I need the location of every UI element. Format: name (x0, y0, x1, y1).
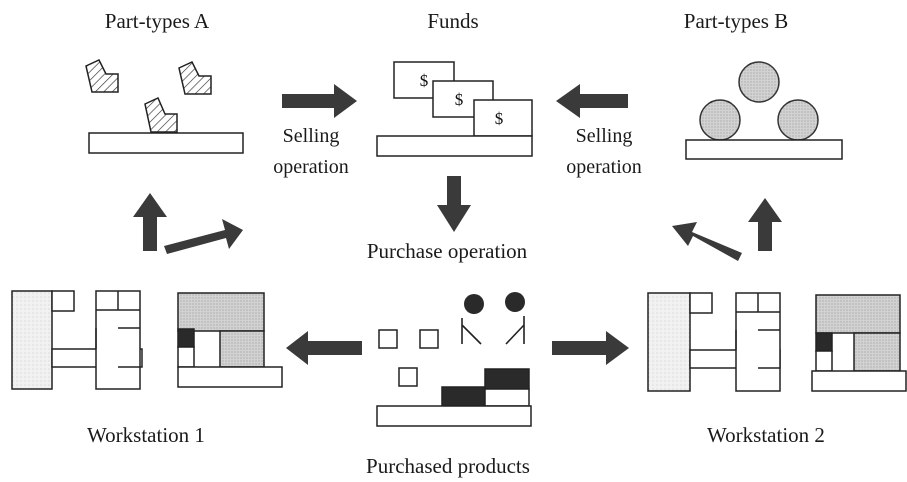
workstation-2-label: Workstation 2 (707, 423, 825, 447)
machine-block (815, 294, 901, 334)
machine-base (177, 366, 283, 388)
arrows (133, 84, 782, 365)
shelf-platform (376, 405, 532, 427)
workstation-2-group (647, 292, 907, 392)
machine-block (689, 292, 713, 314)
machine-block-dark (177, 328, 195, 348)
dollar-sign: $ (420, 71, 429, 90)
l-part-shape (178, 61, 212, 95)
machine-base (811, 370, 907, 392)
dark-block (441, 386, 486, 407)
machine-block (647, 292, 691, 392)
machine-block-dark (815, 332, 833, 352)
machine-block (853, 332, 901, 372)
part-types-b-group (685, 61, 843, 160)
arrow-right-icon (282, 84, 357, 118)
light-block (484, 388, 530, 407)
workstation-1-group (11, 290, 283, 390)
workstation-1-label: Workstation 1 (87, 423, 205, 447)
funds-label: Funds (427, 9, 478, 33)
round-part-shape (777, 99, 819, 141)
arrow-right-icon (552, 331, 629, 365)
selling-left-label-line1: Selling (283, 125, 340, 147)
small-part (378, 329, 398, 349)
selling-right-label-line1: Selling (576, 125, 633, 147)
small-part (398, 367, 418, 387)
selling-right-label-line2: operation (566, 156, 642, 178)
shelf-platform (88, 132, 244, 154)
part-types-a-group (85, 59, 244, 154)
purchase-operation-label: Purchase operation (367, 239, 528, 263)
tool-shape (461, 318, 482, 345)
round-part-shape (738, 61, 780, 103)
small-part (419, 329, 439, 349)
dark-block (484, 368, 530, 390)
machine-block (219, 330, 265, 368)
banknote (393, 61, 455, 99)
dollar-sign: $ (455, 90, 464, 109)
arrow-down-icon (437, 176, 471, 232)
round-part-dark (464, 294, 484, 314)
dollar-sign: $ (495, 109, 504, 128)
arrow-left-icon (556, 84, 628, 118)
l-part-shape (85, 59, 119, 93)
shelf-platform (685, 139, 843, 160)
shelf-platform (376, 135, 533, 157)
part-types-a-label: Part-types A (105, 9, 210, 33)
machine-block (815, 350, 833, 372)
machine-block (51, 290, 75, 312)
arrow-diagonal-icon (672, 222, 742, 261)
tool-shape (505, 316, 525, 345)
machine-block (177, 292, 265, 332)
purchased-products-label: Purchased products (366, 454, 530, 478)
l-part-shape (144, 96, 178, 133)
purchased-products-group (376, 292, 532, 427)
arrow-diagonal-icon (164, 219, 243, 254)
arrow-up-icon (748, 198, 782, 251)
machine-block (177, 346, 195, 368)
round-part-shape (699, 99, 741, 141)
arrow-up-icon (133, 193, 167, 251)
part-types-b-label: Part-types B (684, 9, 788, 33)
selling-left-label-line2: operation (273, 156, 349, 178)
round-part-dark (505, 292, 525, 312)
arrow-left-icon (286, 331, 362, 365)
machine-block (11, 290, 53, 390)
banknote (432, 80, 494, 118)
funds-group: $ $ $ (376, 61, 533, 157)
machine-block (95, 290, 141, 390)
